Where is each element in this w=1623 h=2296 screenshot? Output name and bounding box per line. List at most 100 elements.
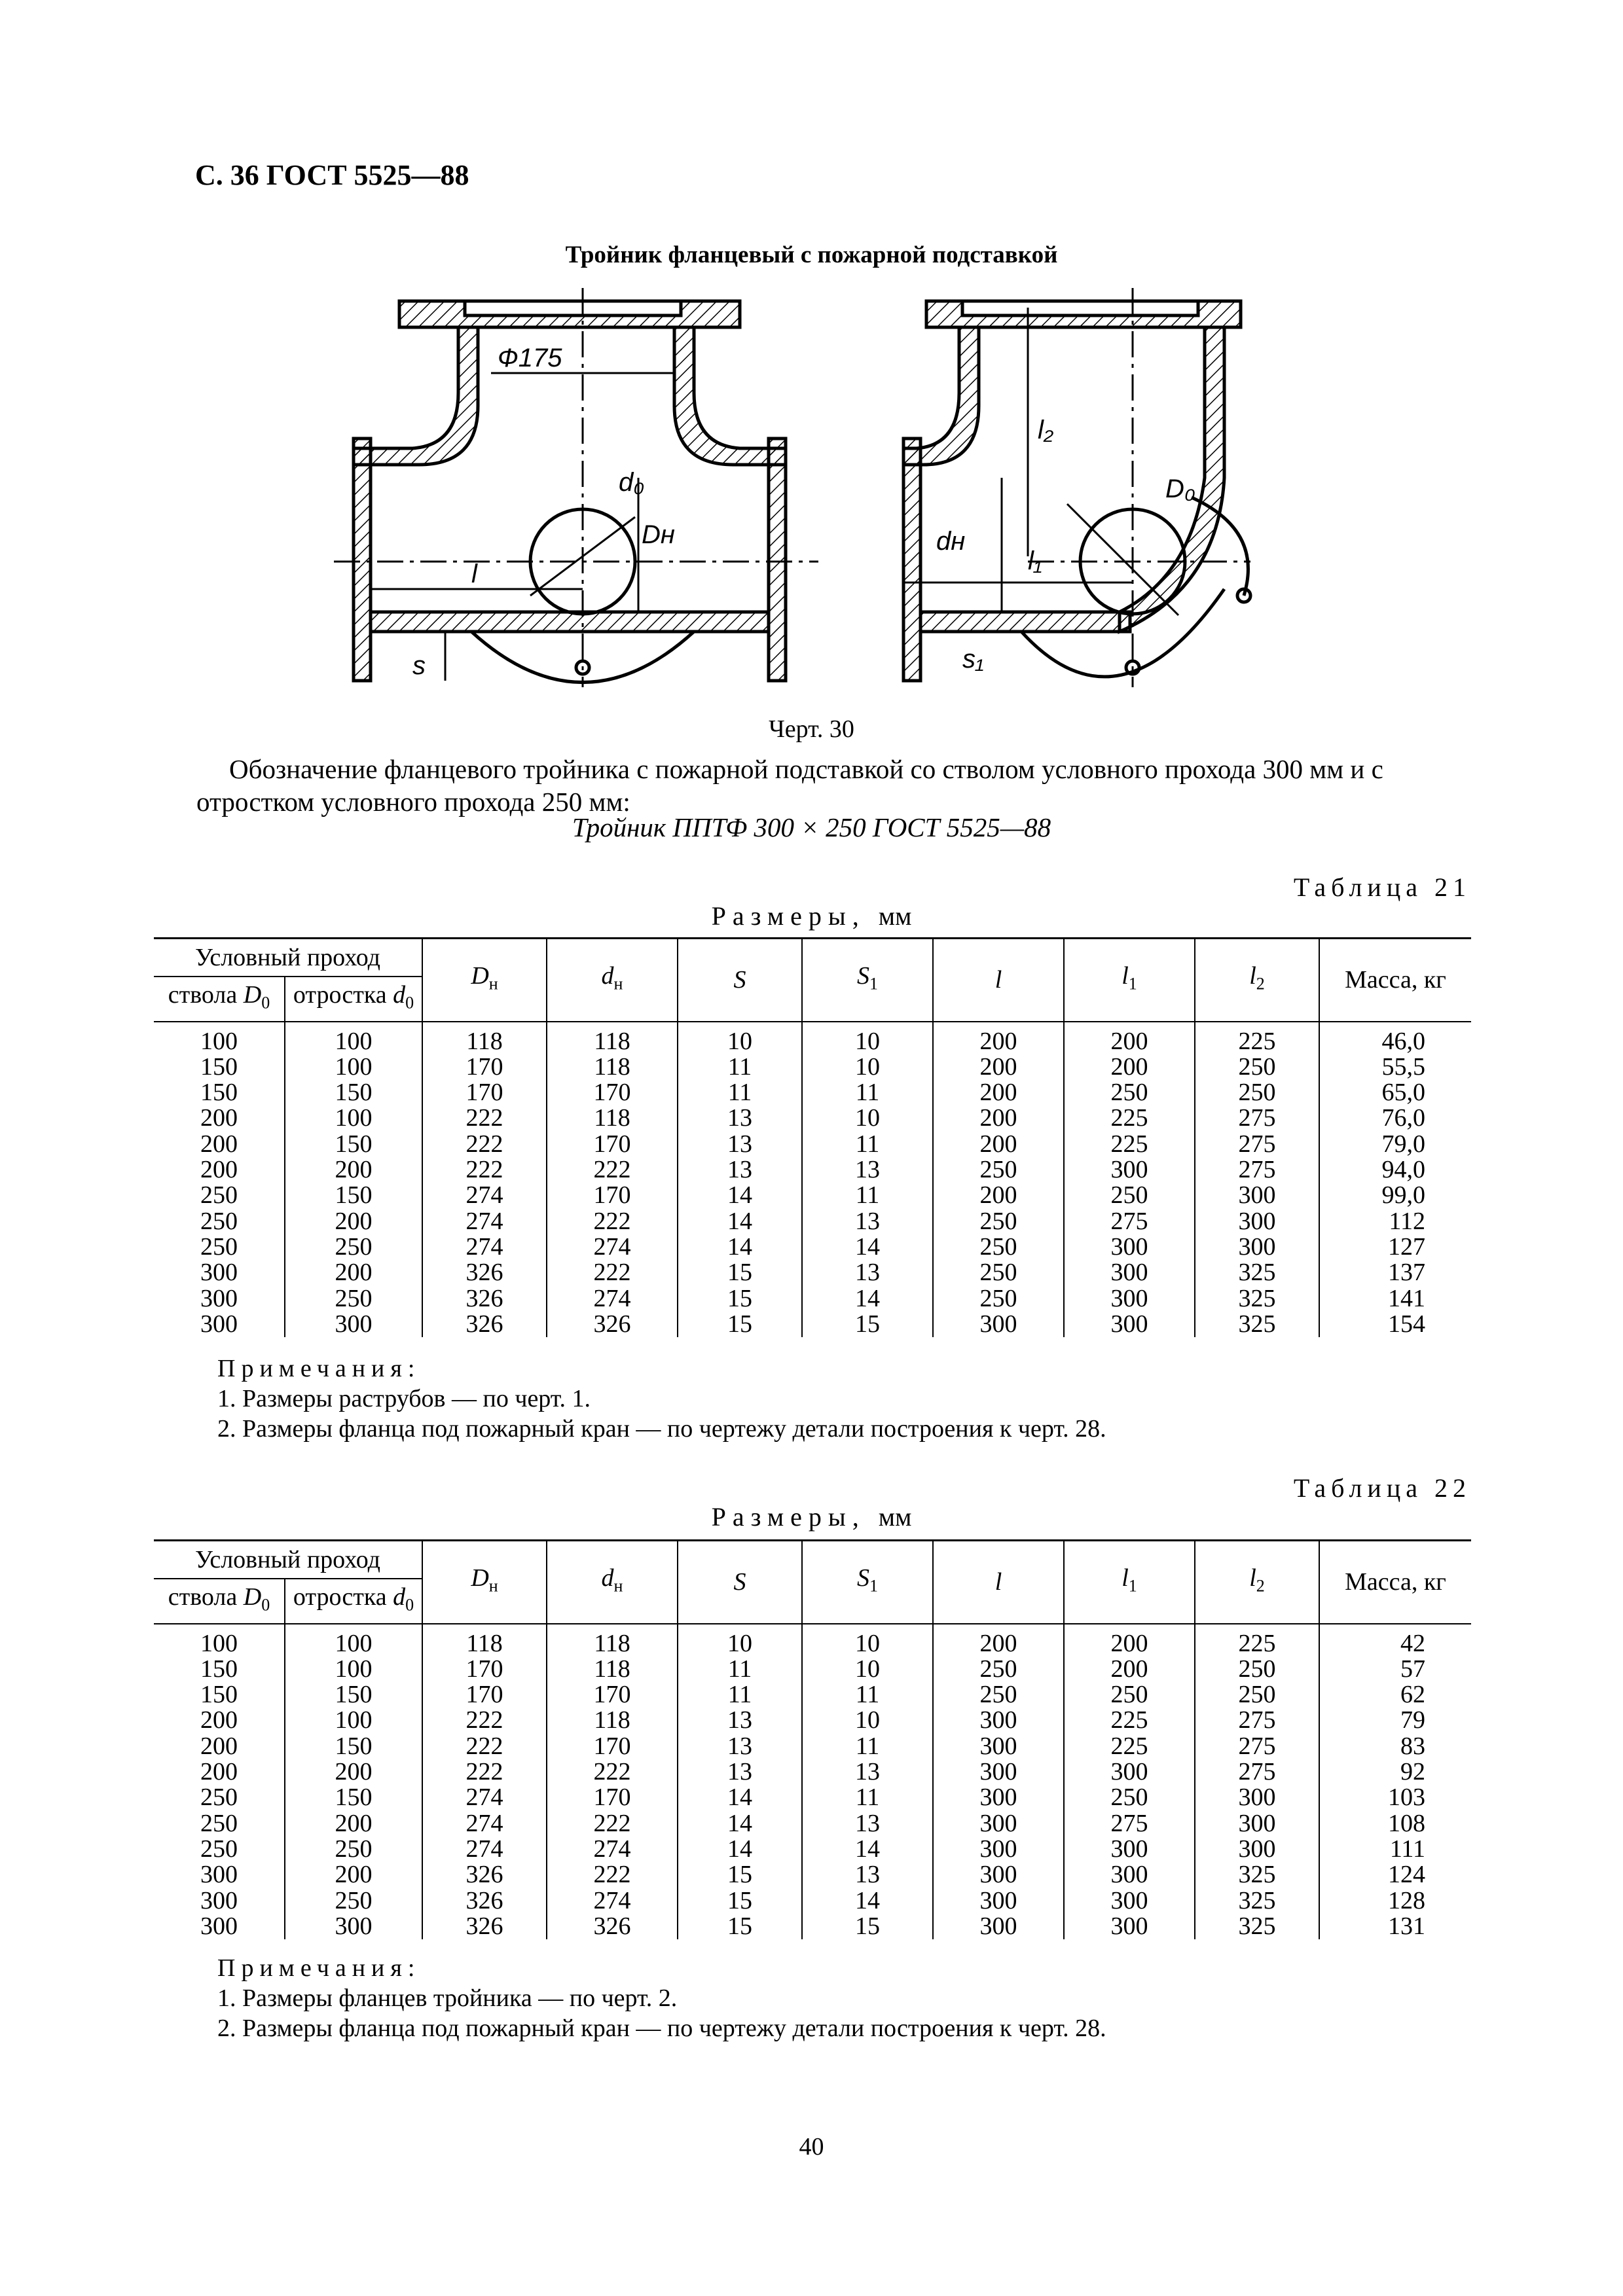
- table-cell: 83: [1319, 1733, 1471, 1760]
- column-main-d0: ствола D0: [154, 976, 285, 1022]
- table-cell: 15: [677, 1913, 803, 1940]
- label-s: s: [412, 651, 426, 680]
- table-cell: 225: [1063, 1733, 1195, 1760]
- table-cell: 222: [546, 1861, 678, 1888]
- column-l: l: [932, 1539, 1065, 1624]
- table-cell: 13: [677, 1131, 803, 1158]
- table-cell: 99,0: [1319, 1183, 1471, 1209]
- table-cell: 200: [932, 1131, 1065, 1158]
- table-cell: 14: [801, 1836, 934, 1863]
- table-cell: 274: [422, 1810, 547, 1837]
- table-cell: 250: [1063, 1079, 1195, 1106]
- table-cell: 15: [801, 1311, 934, 1338]
- label-d0: d₀: [619, 468, 644, 497]
- table-cell: 222: [422, 1105, 547, 1132]
- table-cell: 250: [284, 1888, 423, 1914]
- table-cell: 13: [801, 1208, 934, 1234]
- table-cell: 108: [1319, 1810, 1471, 1837]
- table-cell: 11: [677, 1681, 803, 1708]
- table-cell: 200: [154, 1733, 285, 1760]
- table-cell: 250: [932, 1157, 1065, 1183]
- table-cell: 250: [1194, 1656, 1320, 1683]
- table-cell: 325: [1194, 1259, 1320, 1286]
- table-cell: 250: [932, 1234, 1065, 1261]
- table-cell: 200: [1063, 1021, 1195, 1054]
- table-cell: 222: [546, 1208, 678, 1234]
- table-cell: 79,0: [1319, 1131, 1471, 1158]
- table-cell: 250: [154, 1234, 285, 1261]
- table-cell: 225: [1063, 1131, 1195, 1158]
- table-cell: 118: [546, 1021, 678, 1054]
- table-cell: 118: [546, 1656, 678, 1683]
- table-cell: 300: [284, 1913, 423, 1940]
- table-cell: 100: [284, 1708, 423, 1734]
- table-cell: 200: [932, 1183, 1065, 1209]
- table-cell: 250: [284, 1234, 423, 1261]
- label-dn: dн: [936, 527, 965, 556]
- column-S: S: [677, 937, 803, 1022]
- column-branch-d0: отростка d0: [284, 1578, 422, 1624]
- table-cell: 100: [284, 1656, 423, 1683]
- table-cell: 10: [677, 1021, 803, 1054]
- table-cell: 11: [801, 1131, 934, 1158]
- table-cell: 274: [546, 1836, 678, 1863]
- table-cell: 300: [1194, 1785, 1320, 1811]
- table22-notes: Примечания: 1. Размеры фланцев тройника …: [217, 1954, 1106, 2042]
- table-cell: 150: [154, 1054, 285, 1081]
- table-cell: 250: [1194, 1079, 1320, 1106]
- table-cell: 250: [1194, 1054, 1320, 1081]
- table-cell: 10: [801, 1623, 934, 1657]
- table-cell: 300: [932, 1733, 1065, 1760]
- table-cell: 300: [154, 1259, 285, 1286]
- table-cell: 65,0: [1319, 1079, 1471, 1106]
- table-cell: 170: [422, 1656, 547, 1683]
- left-view: [334, 288, 818, 687]
- table-cell: 275: [1063, 1208, 1195, 1234]
- table-cell: 200: [154, 1708, 285, 1734]
- table-cell: 150: [154, 1681, 285, 1708]
- table-cell: 14: [677, 1183, 803, 1209]
- table-cell: 222: [422, 1131, 547, 1158]
- table-cell: 154: [1319, 1311, 1471, 1338]
- label-Dn: Dн: [642, 520, 675, 549]
- table-cell: 118: [422, 1021, 547, 1054]
- table-cell: 14: [677, 1810, 803, 1837]
- column-S1: S1: [801, 937, 934, 1022]
- table-cell: 274: [546, 1285, 678, 1312]
- table-cell: 13: [801, 1259, 934, 1286]
- table-cell: 11: [677, 1079, 803, 1106]
- table-cell: 10: [801, 1708, 934, 1734]
- table-cell: 10: [801, 1054, 934, 1081]
- table-cell: 11: [801, 1183, 934, 1209]
- table-cell: 274: [546, 1234, 678, 1261]
- table-cell: 15: [677, 1861, 803, 1888]
- figure-title: Тройник фланцевый с пожарной подставкой: [565, 242, 1058, 268]
- table-cell: 300: [154, 1285, 285, 1312]
- table-cell: 274: [422, 1208, 547, 1234]
- table-cell: 100: [284, 1021, 423, 1054]
- label-l2: l₂: [1038, 416, 1053, 444]
- table-cell: 170: [546, 1079, 678, 1106]
- table-cell: 225: [1194, 1021, 1320, 1054]
- table-cell: 200: [284, 1810, 423, 1837]
- table-cell: 14: [677, 1234, 803, 1261]
- table-cell: 326: [422, 1285, 547, 1312]
- table-cell: 274: [546, 1888, 678, 1914]
- table-cell: 11: [801, 1733, 934, 1760]
- table-cell: 200: [154, 1759, 285, 1785]
- table-cell: 150: [154, 1656, 285, 1683]
- table-cell: 170: [422, 1054, 547, 1081]
- table-cell: 200: [284, 1208, 423, 1234]
- table-cell: 300: [1063, 1311, 1195, 1338]
- table-cell: 10: [677, 1623, 803, 1657]
- table-cell: 15: [677, 1285, 803, 1312]
- table-cell: 300: [932, 1759, 1065, 1785]
- table-cell: 14: [677, 1208, 803, 1234]
- table-cell: 14: [677, 1785, 803, 1811]
